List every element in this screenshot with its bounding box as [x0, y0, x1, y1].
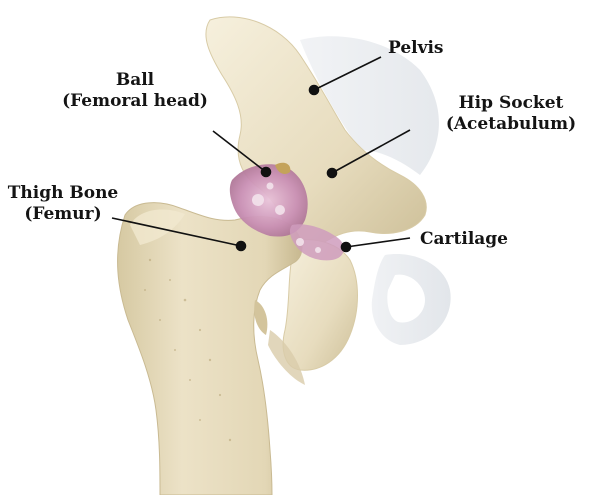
- hip-socket-pointer-dot: [328, 169, 337, 178]
- cartilage-label-text: Cartilage: [420, 229, 508, 250]
- cartilage-pointer-dot: [342, 243, 351, 252]
- ball-label-line2: (Femoral head): [52, 91, 218, 112]
- thigh-bone-label: Thigh Bone (Femur): [0, 183, 126, 225]
- hip-socket-label-line2: (Acetabulum): [438, 114, 584, 135]
- hip-socket-label: Hip Socket (Acetabulum): [438, 93, 584, 135]
- hip-socket-label-line1: Hip Socket: [438, 93, 584, 114]
- cartilage-leader-line: [346, 238, 410, 247]
- cartilage-label: Cartilage: [420, 229, 508, 250]
- thigh-bone-pointer-dot: [237, 242, 246, 251]
- ball-label-line1: Ball: [52, 70, 218, 91]
- ball-label: Ball (Femoral head): [52, 70, 218, 112]
- lesser-trochanter: [254, 300, 267, 335]
- thigh-bone-label-line1: Thigh Bone: [0, 183, 126, 204]
- thigh-bone-label-line2: (Femur): [0, 204, 126, 225]
- pelvis-label: Pelvis: [388, 38, 444, 59]
- pelvis-pointer-dot: [310, 86, 319, 95]
- pelvis-label-text: Pelvis: [388, 38, 444, 59]
- ball-pointer-dot: [262, 168, 271, 177]
